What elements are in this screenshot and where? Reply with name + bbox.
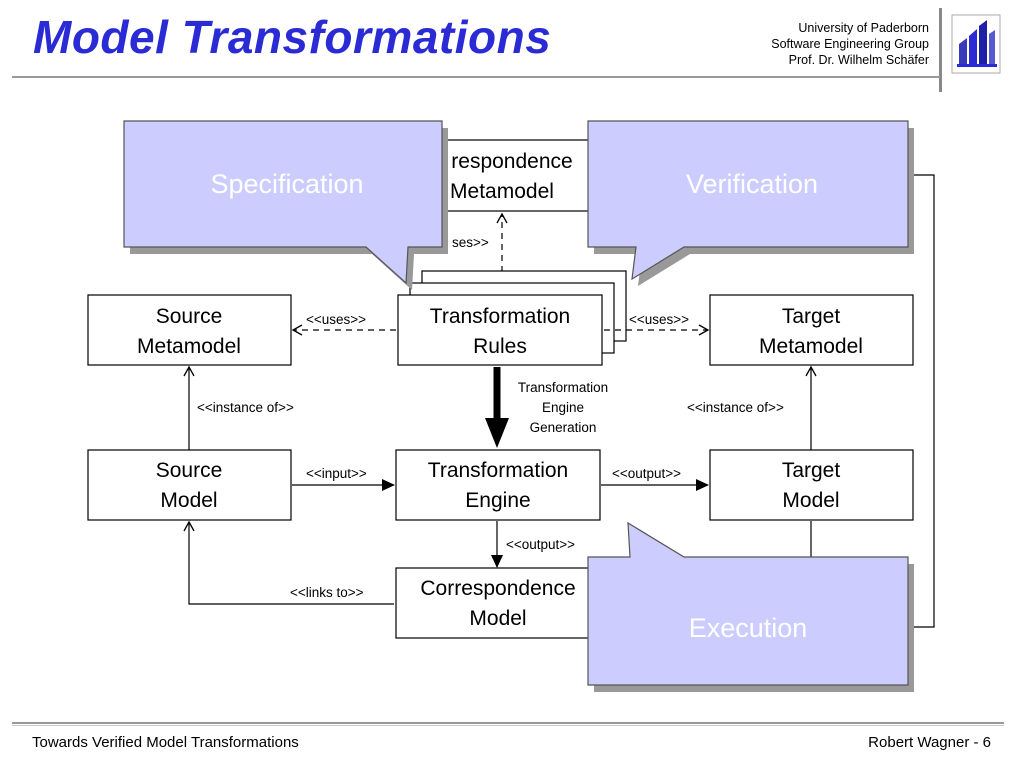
target-model-line1: Target [782,459,841,482]
transformation-rules-line2: Rules [473,335,527,358]
loop-connector [909,174,935,628]
engine-generation-label-3: Generation [530,420,597,435]
target-metamodel-line1: Target [782,305,841,328]
target-metamodel-box: Target Metamodel [709,294,914,366]
transformation-engine-box: Transformation Engine [395,449,601,521]
header-divider [12,76,940,78]
verification-callout: Verification [587,120,914,286]
instance-of-label-left: <<instance of>> [197,400,294,415]
source-model-line2: Model [160,489,217,512]
uses-label-right: <<uses>> [629,312,689,327]
specification-callout: Specification [123,120,448,290]
correspondence-metamodel-line2: Metamodel [450,180,554,203]
output-label-right: <<output>> [612,466,681,481]
footer-divider [12,722,1004,724]
uses-label-top: ses>> [452,235,489,250]
affiliation: University of Paderborn Software Enginee… [771,20,929,68]
affiliation-university: University of Paderborn [798,21,929,35]
target-model-line2: Model [782,489,839,512]
uses-label-left: <<uses>> [306,312,366,327]
target-metamodel-line2: Metamodel [759,335,863,358]
transformation-engine-line2: Engine [465,489,530,512]
correspondence-model-box: Correspondence Model [395,567,601,639]
output-label-down: <<output>> [506,537,575,552]
footer-talk-title: Towards Verified Model Transformations [32,734,299,751]
source-metamodel-box: Source Metamodel [87,294,292,366]
engine-generation-label-1: Transformation [518,380,608,395]
specification-label: Specification [210,169,363,199]
execution-label: Execution [689,613,808,643]
source-model-box: Source Model [87,449,292,521]
header-vertical-divider [939,8,942,92]
engine-generation-arrowhead [485,418,509,448]
correspondence-metamodel-line1: respondence [451,150,572,173]
source-model-line1: Source [156,459,223,482]
links-to-label: <<links to>> [290,585,364,600]
instance-of-label-right: <<instance of>> [687,400,784,415]
transformation-rules-box: Transformation Rules [397,270,627,366]
execution-callout: Execution [587,521,914,692]
target-model-box: Target Model [709,449,914,521]
correspondence-metamodel-box: respondence Metamodel [427,139,597,212]
university-logo-icon [951,14,1001,74]
correspondence-model-line1: Correspondence [420,577,575,600]
footer-divider-light [12,725,1004,726]
verification-label: Verification [686,169,818,199]
page-title: Model Transformations [33,11,552,63]
input-label: <<input>> [306,466,367,481]
engine-generation-label-2: Engine [542,400,584,415]
affiliation-group: Software Engineering Group [771,37,929,51]
correspondence-model-line2: Model [469,607,526,630]
source-metamodel-line1: Source [156,305,223,328]
affiliation-professor: Prof. Dr. Wilhelm Schäfer [788,53,929,67]
transformation-engine-line1: Transformation [428,459,568,482]
footer-author-page: Robert Wagner - 6 [868,734,991,751]
links-to-arrow [183,520,394,605]
transformation-rules-line1: Transformation [430,305,570,328]
source-metamodel-line2: Metamodel [137,335,241,358]
